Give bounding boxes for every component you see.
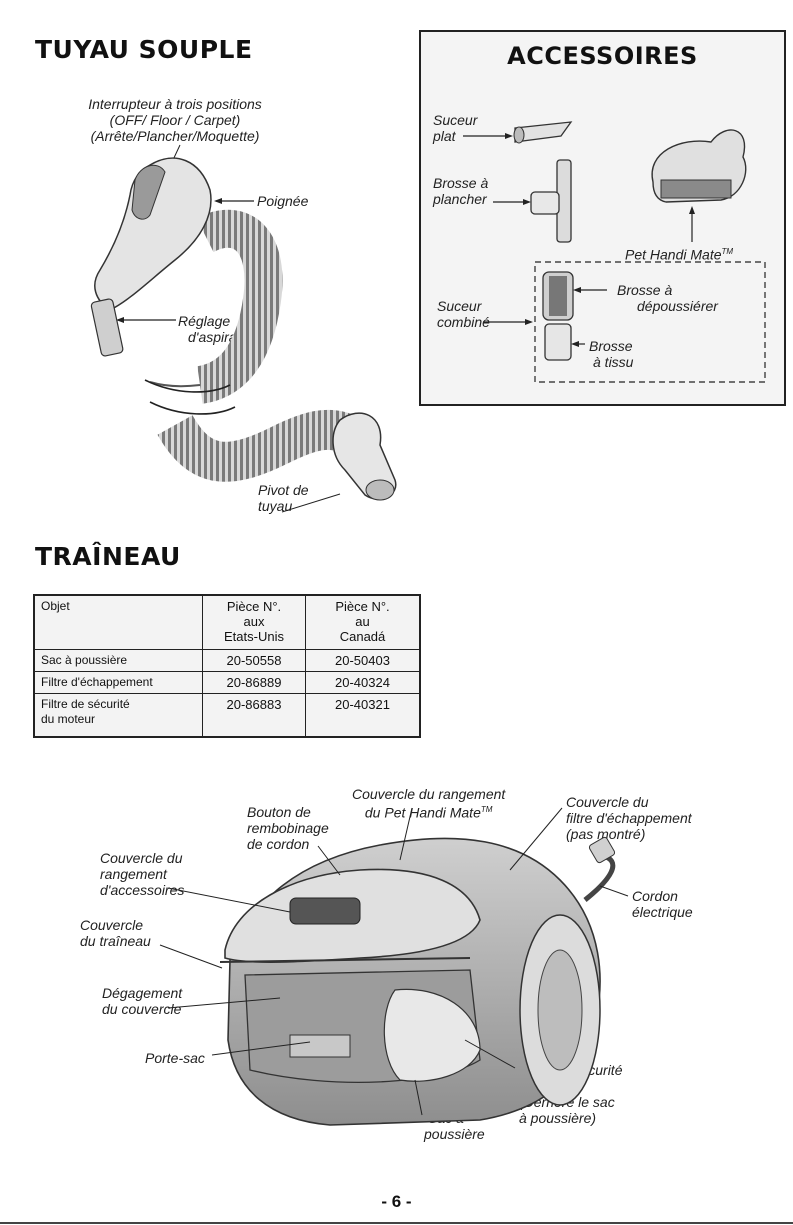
dust-bag-label: Sac à poussière xyxy=(424,1110,485,1142)
pet-storage-cover-label: Couvercle du rangement du Pet Handi Mate… xyxy=(352,786,506,821)
table-cell: Filtre de sécurité du moteur xyxy=(33,692,203,738)
table-cell: 20-50558 xyxy=(202,648,306,672)
table-row: Filtre de sécurité du moteur 20-86883 20… xyxy=(33,692,421,738)
motor-filter-label: Filtre de sécurité du moteur (Derrière l… xyxy=(519,1062,623,1126)
canister-cover-label: Couvercle du traîneau xyxy=(80,917,151,949)
power-cord-label: Cordon électrique xyxy=(632,888,693,920)
header-item: Objet xyxy=(33,594,203,650)
table-header-row: Objet Pièce N°. aux Etats-Unis Pièce N°.… xyxy=(33,594,421,650)
combination-tool-label: Suceur combiné xyxy=(437,298,490,330)
bag-holder-label: Porte-sac xyxy=(145,1050,205,1066)
table-row: Filtre d'échappement 20-86889 20-40324 xyxy=(33,670,421,694)
accessories-title: ACCESSOIRES xyxy=(507,42,698,70)
canister-section-title: TRAÎNEAU xyxy=(35,542,181,571)
table-cell: 20-50403 xyxy=(305,648,421,672)
dusting-brush-label: Brosse à dépoussiérer xyxy=(617,282,718,314)
switch-label: Interrupteur à trois positions (OFF/ Flo… xyxy=(88,96,262,144)
parts-table: Objet Pièce N°. aux Etats-Unis Pièce N°.… xyxy=(33,594,421,738)
floor-brush-label: Brosse à plancher xyxy=(433,175,489,207)
table-row: Sac à poussière 20-50558 20-50403 xyxy=(33,648,421,672)
hose-section-title: TUYAU SOUPLE xyxy=(35,35,253,64)
accessories-box: ACCESSOIRES Suceur plat Brosse à planche… xyxy=(419,30,786,406)
table-cell: 20-86883 xyxy=(202,692,306,738)
table-cell: 20-86889 xyxy=(202,670,306,694)
crevice-tool-label: Suceur plat xyxy=(433,112,478,144)
upholstery-brush-label: Brosse à tissu xyxy=(589,338,634,370)
table-cell: Filtre d'échappement xyxy=(33,670,203,694)
footer-rule xyxy=(0,1222,793,1224)
exhaust-filter-cover-label: Couvercle du filtre d'échappement (pas m… xyxy=(566,794,692,842)
handle-label: Poignée xyxy=(257,193,309,209)
pet-handi-mate-label: Pet Handi MateTM xyxy=(625,246,734,263)
accessory-storage-cover-label: Couvercle du rangement d'accessoires xyxy=(100,850,185,898)
table-cell: Sac à poussière xyxy=(33,648,203,672)
cover-release-label: Dégagement du couvercle xyxy=(102,985,183,1017)
header-us-part: Pièce N°. aux Etats-Unis xyxy=(202,594,306,650)
table-cell: 20-40324 xyxy=(305,670,421,694)
table-cell: 20-40321 xyxy=(305,692,421,738)
page-number: - 6 - xyxy=(381,1192,412,1211)
swivel-label: Pivot de tuyau xyxy=(258,482,309,514)
suction-label: Réglage d'aspiration xyxy=(178,313,260,345)
cord-rewind-label: Bouton de rembobinage de cordon xyxy=(247,804,329,852)
header-canada-part: Pièce N°. au Canadá xyxy=(305,594,421,650)
